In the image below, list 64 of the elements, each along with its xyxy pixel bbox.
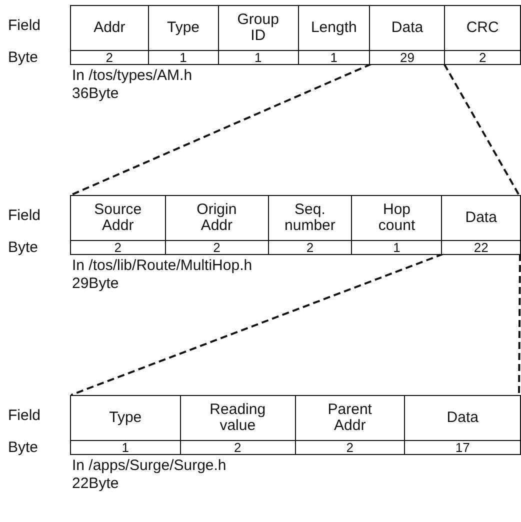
field-name: Source Addr (71, 196, 165, 241)
field-name: Addr (71, 6, 148, 51)
field-name: Hop count (352, 196, 442, 241)
dashed-connector (518, 254, 521, 395)
byte-count: 2 (345, 441, 354, 454)
byte-count: 2 (233, 441, 242, 454)
row-header: Byte (8, 49, 38, 66)
field-cell (442, 196, 521, 254)
table-note: In /tos/types/AM.h (72, 67, 192, 85)
table-note: 22Byte (72, 475, 119, 493)
byte-count: 2 (113, 241, 123, 254)
field-cell (268, 196, 352, 254)
row-header: Byte (8, 439, 38, 456)
field-name: Group ID (218, 6, 298, 51)
packet-table (70, 195, 521, 255)
field-cell (352, 196, 442, 254)
dashed-connector (443, 64, 520, 196)
byte-count: 2 (104, 51, 114, 64)
byte-count: 1 (392, 241, 402, 254)
row-header: Field (8, 407, 41, 424)
row-header: Field (8, 17, 41, 34)
field-name: Parent Addr (296, 396, 404, 441)
field-cell (296, 396, 406, 454)
byte-count: 29 (399, 51, 416, 64)
field-cell (71, 396, 181, 454)
field-name: Type (71, 396, 180, 441)
field-name: Origin Addr (166, 196, 268, 241)
field-name: Data (370, 6, 444, 51)
byte-count: 1 (120, 441, 130, 454)
field-cell (71, 6, 149, 64)
table-note: 36Byte (72, 85, 119, 103)
field-cell (445, 6, 521, 64)
field-name: Seq. number (268, 196, 352, 241)
field-cell (298, 6, 370, 64)
field-name: Reading value (180, 396, 294, 441)
byte-count: 2 (212, 241, 222, 254)
dashed-connector (70, 253, 444, 396)
table-note: In /tos/lib/Route/MultiHop.h (72, 257, 252, 275)
byte-count: 22 (472, 241, 490, 254)
table-note: In /apps/Surge/Surge.h (72, 457, 226, 475)
row-header: Byte (8, 239, 38, 256)
table-note: 29Byte (72, 275, 119, 293)
byte-count: 1 (178, 51, 188, 64)
byte-count: 17 (454, 441, 471, 454)
field-name: Length (298, 6, 370, 51)
field-cell (148, 6, 219, 64)
packet-table (70, 5, 521, 65)
field-cell (405, 396, 521, 454)
field-cell (71, 196, 166, 254)
row-header: Field (8, 207, 41, 224)
field-cell (218, 6, 298, 64)
byte-count: 1 (253, 51, 263, 64)
byte-count: 2 (478, 51, 488, 64)
packet-table (70, 395, 521, 455)
byte-count: 1 (329, 51, 339, 64)
field-name: CRC (445, 6, 520, 51)
field-name: Type (148, 6, 218, 51)
field-cell (180, 396, 296, 454)
dashed-connector (70, 63, 372, 196)
byte-count: 2 (305, 241, 315, 254)
field-name: Data (405, 396, 520, 441)
field-cell (370, 6, 446, 64)
field-name: Data (442, 196, 520, 241)
field-cell (166, 196, 269, 254)
